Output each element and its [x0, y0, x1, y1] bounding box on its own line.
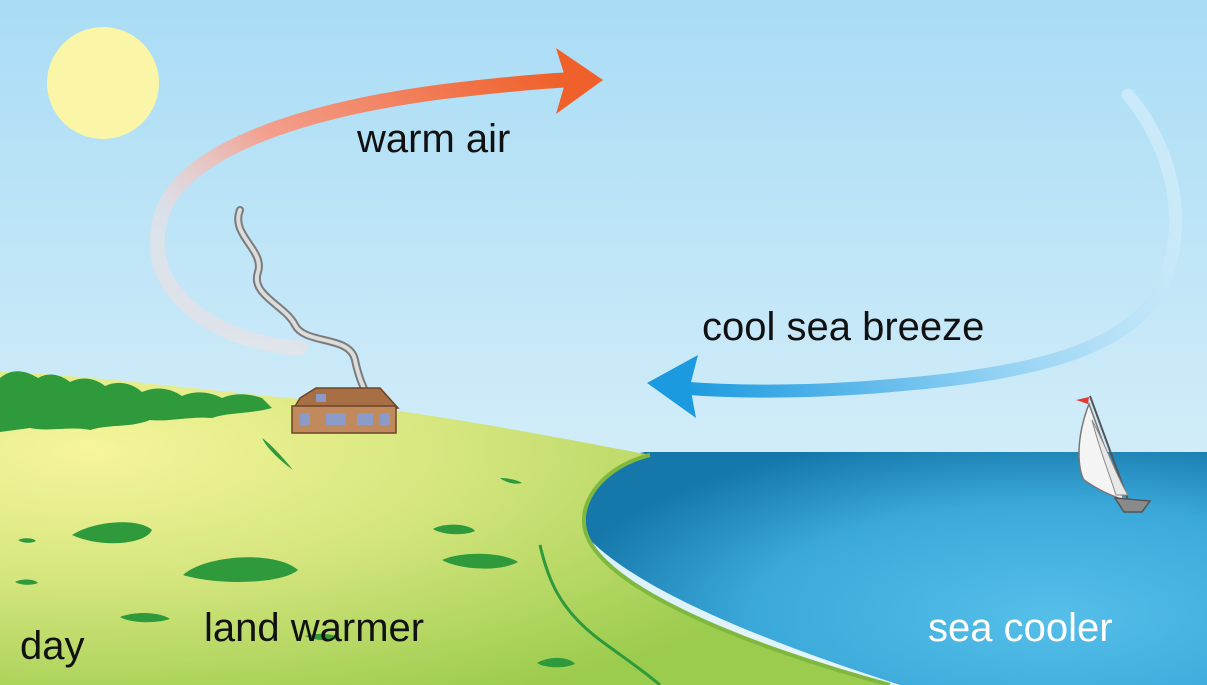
label-warm-air: warm air [356, 117, 510, 161]
stream [538, 544, 661, 685]
label-day: day [20, 624, 85, 668]
sailboat-icon [1076, 395, 1152, 513]
cool-breeze-arrow [647, 88, 1182, 418]
vegetation-patches [15, 438, 575, 668]
sun-icon [47, 27, 159, 139]
warm-air-arrow [149, 48, 603, 356]
smoke-icon [234, 206, 371, 399]
label-cool-sea-breeze: cool sea breeze [702, 305, 984, 349]
label-sea-cooler: sea cooler [928, 606, 1113, 650]
sea [580, 452, 1207, 685]
shoreline [581, 453, 891, 685]
house-icon [291, 387, 400, 434]
tree-line [0, 371, 272, 432]
label-land-warmer: land warmer [204, 606, 424, 650]
